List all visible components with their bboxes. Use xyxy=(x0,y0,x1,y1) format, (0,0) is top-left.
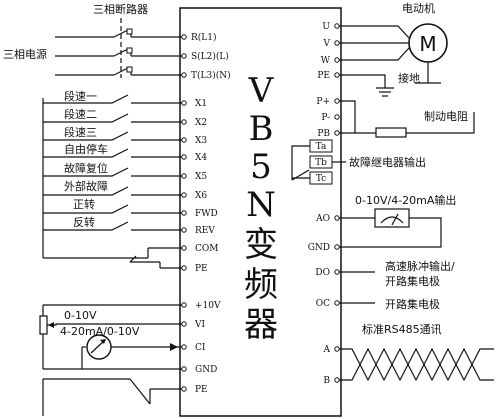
input-label: 反转 xyxy=(73,215,95,229)
input-label: 外部故障 xyxy=(64,179,108,193)
relay-label: 故障继电器输出 xyxy=(349,155,426,169)
vfd-title-char: 变 xyxy=(244,225,278,265)
term-label: W xyxy=(321,56,331,66)
term-label: T(L3)(N) xyxy=(191,70,231,81)
term-label: PE xyxy=(195,385,208,395)
input-label: 段速二 xyxy=(64,107,97,121)
term-label: Ta xyxy=(316,142,327,152)
pot-label: 0-10V xyxy=(64,309,97,322)
analog-output: 0-10V/4-20mA输出 xyxy=(339,193,456,248)
pulse-label-1: 高速脉冲输出/ xyxy=(385,259,455,273)
term-label: DO xyxy=(315,268,330,278)
term-label: X5 xyxy=(195,172,207,182)
left-terminal-labels: R(L1) S(L2)(L) T(L3)(N) X1 X2 X3 X4 X5 X… xyxy=(191,32,231,395)
term-label: P+ xyxy=(316,97,330,107)
pulse-label-2: 开路集电极 xyxy=(385,274,440,288)
input-label: 正转 xyxy=(73,197,95,211)
power-input: 三相断路器 三相电源 xyxy=(3,2,182,78)
term-label: REV xyxy=(195,226,215,236)
motor-symbol: M xyxy=(419,32,436,56)
term-label: U xyxy=(322,22,330,32)
rs485: 标准RS485通讯 xyxy=(339,322,494,382)
term-label: X6 xyxy=(195,191,207,201)
rs485-label: 标准RS485通讯 xyxy=(362,322,442,336)
term-label: COM xyxy=(195,244,218,254)
ammeter-icon xyxy=(86,334,112,360)
term-label: V xyxy=(323,39,331,49)
term-label: X1 xyxy=(195,99,207,109)
input-label: 自由停车 xyxy=(64,142,108,156)
vfd-title-char: B xyxy=(249,109,274,149)
power-label: 三相电源 xyxy=(3,47,47,61)
term-label: AO xyxy=(315,214,330,224)
term-label: Tc xyxy=(316,174,326,184)
digital-inputs: 段速一 段速二 段速三 自由停车 故障复位 外部故障 正转 反转 xyxy=(42,89,182,269)
vfd-title-char: 频 xyxy=(244,265,278,305)
term-label: S(L2)(L) xyxy=(191,51,229,62)
resistor-icon xyxy=(375,127,407,138)
term-label: R(L1) xyxy=(191,32,217,43)
braking-resistor: 制动电阻 xyxy=(339,100,475,138)
term-label: X2 xyxy=(195,118,207,128)
left-terminal-markers xyxy=(181,34,187,392)
term-label: P- xyxy=(321,113,330,123)
analog-out-label: 0-10V/4-20mA输出 xyxy=(355,193,456,207)
term-label: GND xyxy=(195,365,217,375)
brake-label: 制动电阻 xyxy=(424,110,468,123)
ground-label: 接地 xyxy=(398,72,420,85)
term-label: OC xyxy=(316,299,330,309)
right-terminal-labels: U V W PE P+ P- PB AO GND DO OC A B xyxy=(308,22,331,386)
breaker-label: 三相断路器 xyxy=(93,2,148,16)
fault-relay: Ta Tb Tc 故障继电器输出 xyxy=(291,139,426,185)
input-label: 故障复位 xyxy=(64,161,108,175)
term-label: PE xyxy=(317,71,330,81)
oc-label: 开路集电极 xyxy=(385,297,440,311)
term-label: X3 xyxy=(195,136,207,146)
term-label: Tb xyxy=(315,158,327,168)
ground-icon xyxy=(376,87,394,97)
vfd-body xyxy=(179,7,342,417)
vfd-title-char: 器 xyxy=(244,305,278,345)
motor-output: 电动机 M 接地 xyxy=(339,1,448,97)
term-label: PE xyxy=(195,264,208,274)
pulse-output: 高速脉冲输出/ 开路集电极 开路集电极 xyxy=(339,259,455,311)
potentiometer xyxy=(39,315,48,335)
input-label: 段速一 xyxy=(64,89,97,103)
term-label: CI xyxy=(195,343,206,353)
vfd-title-char: 5 xyxy=(250,147,272,187)
term-label: PB xyxy=(317,129,330,139)
analog-inputs: 0-10V 4-20mA/0-10V xyxy=(39,304,182,416)
current-label: 4-20mA/0-10V xyxy=(60,325,140,338)
motor-label: 电动机 xyxy=(402,1,435,15)
term-label: A xyxy=(323,345,331,355)
vfd-title-char: N xyxy=(246,185,276,225)
term-label: X4 xyxy=(195,153,207,163)
term-label: B xyxy=(323,376,330,386)
vfd-title: V B 5 N 变 频 器 xyxy=(244,71,278,345)
vfd-title-char: V xyxy=(248,71,275,111)
input-label: 段速三 xyxy=(64,125,97,139)
term-label: VI xyxy=(194,320,205,330)
term-label: FWD xyxy=(195,209,218,219)
term-label: GND xyxy=(308,243,330,253)
term-label: +10V xyxy=(195,301,221,311)
